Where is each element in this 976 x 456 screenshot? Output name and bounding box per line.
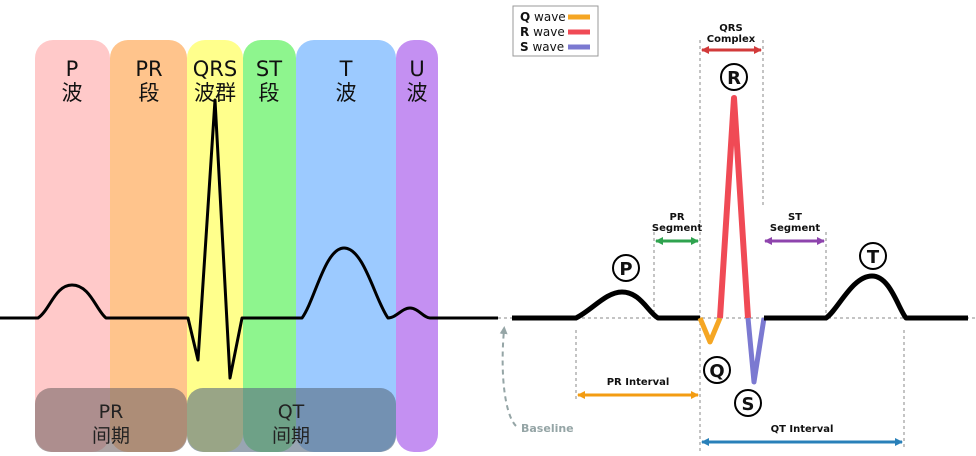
band-t-sublabel: 波 (336, 81, 357, 105)
q-wave-label: Q (709, 361, 724, 382)
r-wave-label: R (727, 68, 741, 89)
legend-r-word: wave (533, 25, 565, 39)
legend-r-letter: R (520, 25, 529, 39)
band-qrs-label: QRS (193, 57, 237, 81)
left-ecg-trace (0, 98, 498, 380)
t-wave-marker (859, 242, 887, 270)
legend-s-word: wave (532, 40, 564, 54)
band-st (243, 40, 296, 452)
band-u-sublabel: 波 (407, 81, 428, 105)
band-st-label: ST (256, 57, 282, 81)
p-wave-marker (612, 254, 640, 282)
band-p-sublabel: 波 (62, 81, 83, 105)
qt-interval-label: QT Interval (771, 424, 834, 435)
legend-r-text: R wave (520, 25, 565, 39)
qt-interval-box-label: QT (278, 401, 305, 423)
r-wave-trace (717, 95, 751, 319)
pr-interval-box (35, 388, 187, 452)
st-segment-label: ST (788, 212, 802, 223)
pr-interval-box-label: PR (99, 401, 124, 423)
band-pr-sublabel: 段 (139, 81, 160, 105)
qrs-complex-sublabel: Complex (707, 34, 756, 45)
qt-interval-box-sublabel: 间期 (272, 425, 310, 447)
s-wave-label: S (742, 394, 755, 415)
right-ecg-t-trace (764, 273, 968, 321)
s-wave-marker (734, 389, 762, 417)
qrs-complex-label: QRS (719, 23, 742, 34)
band-u (396, 40, 438, 452)
legend-s-letter: S (520, 40, 529, 54)
p-wave-label: P (619, 259, 632, 280)
pr-interval-label: PR Interval (607, 377, 670, 388)
band-pr (110, 40, 187, 452)
qt-interval-box (187, 388, 396, 452)
band-p (35, 40, 110, 452)
s-wave-trace (745, 317, 767, 385)
pr-segment-label: PR (669, 212, 684, 223)
right-panel: Q wave R wave S wave Baseline P R (498, 5, 976, 452)
band-p-label: P (66, 57, 79, 81)
left-panel: P 波 PR 段 QRS 波群 ST 段 T 波 U 波 PR 间期 QT 间期 (0, 40, 498, 452)
pr-interval-box-sublabel: 间期 (92, 425, 130, 447)
legend-q-word: wave (534, 10, 566, 24)
right-ecg-baseline-trace (512, 289, 700, 321)
q-wave-trace (697, 317, 723, 345)
legend-s-text: S wave (520, 40, 564, 54)
baseline-arrow (499, 326, 517, 427)
pr-segment-sublabel: Segment (652, 223, 702, 234)
legend-q-letter: Q (520, 10, 530, 24)
band-pr-label: PR (135, 57, 162, 81)
band-u-label: U (409, 57, 424, 81)
legend-q-text: Q wave (520, 10, 566, 24)
t-wave-label: T (867, 247, 880, 268)
band-t (296, 40, 396, 452)
band-t-label: T (339, 57, 353, 81)
baseline-label: Baseline (521, 422, 574, 435)
r-wave-marker (720, 63, 748, 91)
band-st-sublabel: 段 (259, 81, 280, 105)
st-segment-sublabel: Segment (770, 223, 820, 234)
q-wave-marker (703, 356, 731, 384)
